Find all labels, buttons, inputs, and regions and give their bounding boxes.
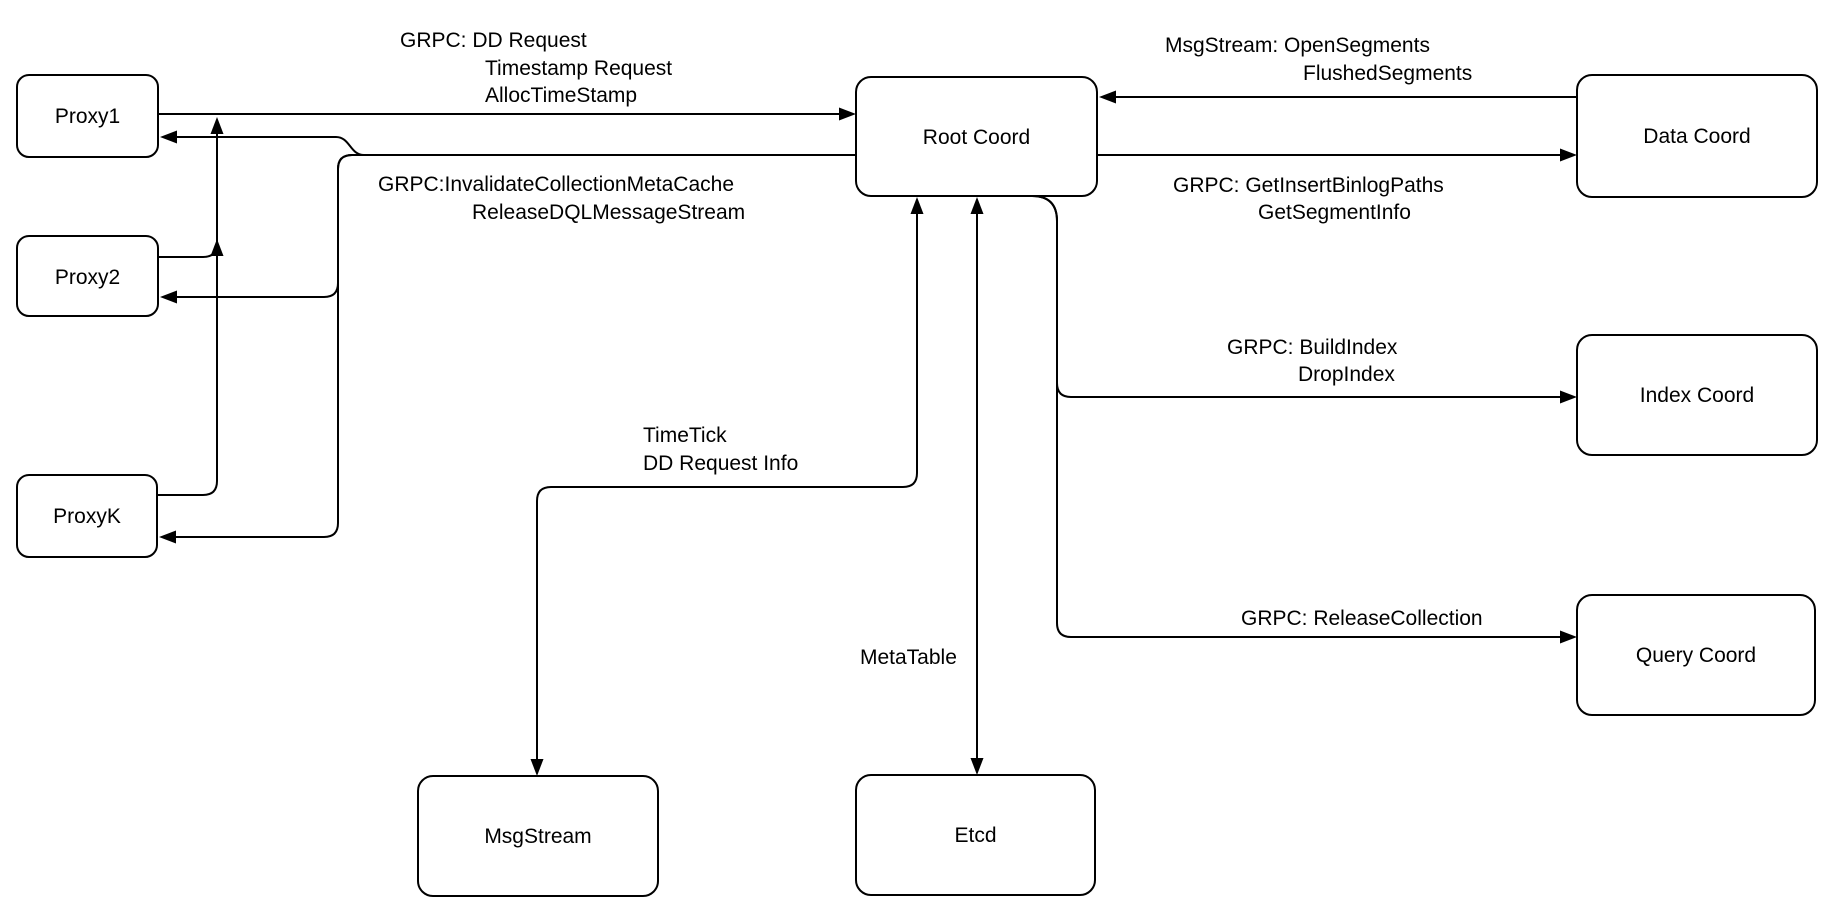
node-proxy1-label: Proxy1 [55,105,120,128]
node-proxyk-box[interactable] [16,474,158,558]
node-data-coord-box[interactable] [1576,74,1818,198]
arrowhead-right-icon [839,107,856,121]
node-index-coord-box[interactable] [1576,334,1818,456]
arrowhead-left-icon [159,530,176,544]
node-msgstream-box[interactable] [417,775,659,897]
edge-label-root-msgstream: TimeTick DD Request Info [643,424,798,475]
edge-label-root-to-data: GRPC: GetInsertBinlogPaths GetSegmentInf… [1173,174,1450,224]
edge-rootcoord-to-proxyk[interactable] [176,154,856,538]
edge-label-root-to-query: GRPC: ReleaseCollection [1241,607,1483,630]
edge-label-data-to-root: MsgStream: OpenSegments FlushedSegments [1165,34,1472,85]
node-etcd-label: Etcd [954,824,996,847]
arrowhead-up-icon [970,197,984,214]
edge-proxyk-to-trunk[interactable] [157,134,218,496]
node-query-coord[interactable]: Query Coord [1576,594,1816,716]
arrowhead-right-icon [1560,148,1577,162]
edge-rootcoord-msgstream[interactable] [536,214,918,759]
node-root-coord[interactable]: Root Coord [855,76,1098,197]
edge-rootcoord-to-proxy1[interactable] [177,136,856,156]
node-proxyk[interactable]: ProxyK [16,474,158,558]
node-data-coord-label: Data Coord [1643,125,1750,148]
node-proxyk-label: ProxyK [53,505,121,528]
node-msgstream[interactable]: MsgStream [417,775,659,897]
node-data-coord[interactable]: Data Coord [1576,74,1818,198]
arrowhead-down-icon [970,758,984,775]
node-etcd-box[interactable] [855,774,1096,896]
node-proxy2[interactable]: Proxy2 [16,235,159,317]
node-index-coord-label: Index Coord [1640,384,1754,407]
node-msgstream-label: MsgStream [484,825,591,848]
node-query-coord-label: Query Coord [1636,644,1756,667]
arrowhead-left-icon [1099,90,1116,104]
edge-label-root-to-index: GRPC: BuildIndex DropIndex [1227,336,1403,386]
edge-label-root-to-proxies: GRPC:InvalidateCollectionMetaCache Relea… [378,173,745,224]
arrowhead-up-icon [910,197,924,214]
node-proxy2-box[interactable] [16,235,159,317]
edge-label-proxies-to-root: GRPC: DD Request Timestamp Request Alloc… [400,29,678,107]
arrowhead-right-icon [1560,630,1577,644]
edge-rootcoord-to-querycoord[interactable] [1031,195,1560,638]
node-index-coord[interactable]: Index Coord [1576,334,1818,456]
node-proxy1[interactable]: Proxy1 [16,74,159,158]
node-query-coord-box[interactable] [1576,594,1816,716]
node-root-coord-box[interactable] [855,76,1098,197]
edge-label-root-etcd: MetaTable [860,646,957,669]
arrowhead-up-icon [210,117,224,134]
arrowhead-left-icon [160,130,177,144]
arrowhead-down-icon [530,759,544,776]
arrowhead-right-icon [1560,390,1577,404]
edge-rootcoord-to-indexcoord[interactable] [1031,195,1560,398]
arrowhead-left-icon [160,290,177,304]
node-proxy2-label: Proxy2 [55,266,120,289]
edge-proxy2-to-trunk[interactable] [158,242,218,258]
node-etcd[interactable]: Etcd [855,774,1096,896]
node-proxy1-box[interactable] [16,74,159,158]
node-root-coord-label: Root Coord [923,126,1030,149]
